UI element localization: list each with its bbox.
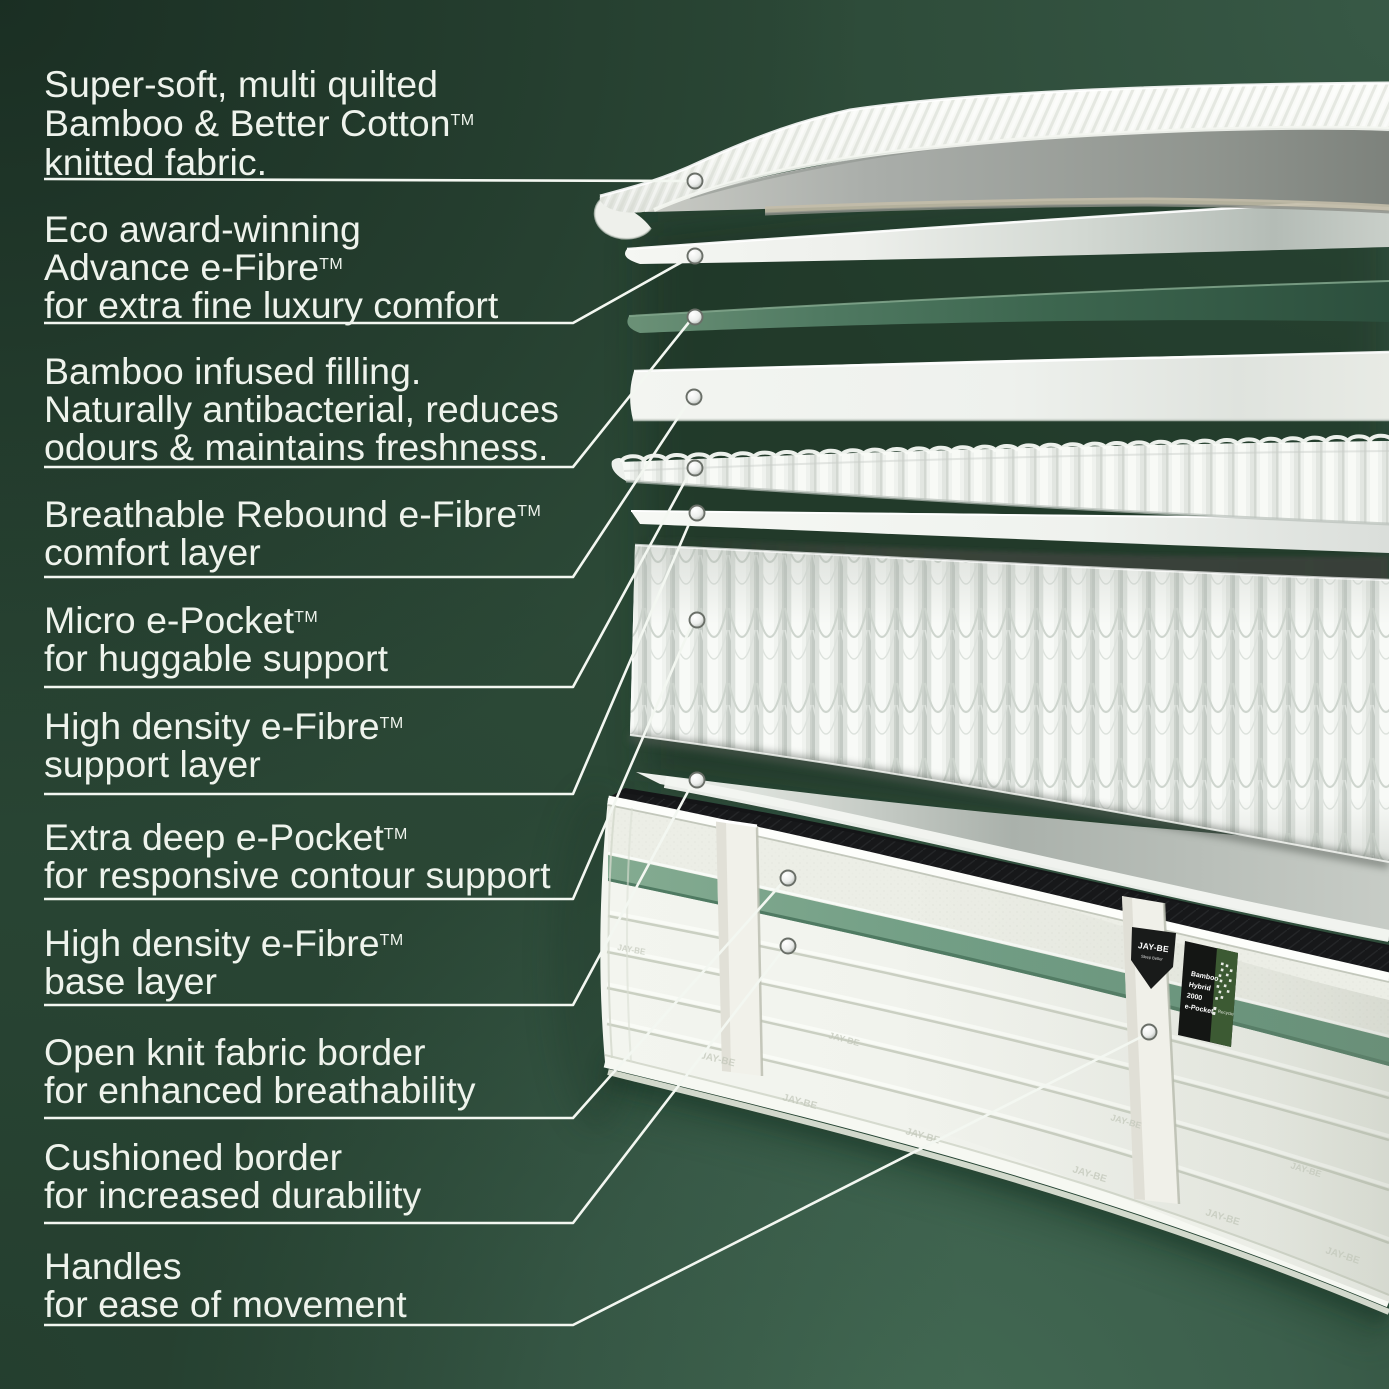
- svg-text:Cushioned border: Cushioned border: [44, 1136, 342, 1178]
- svg-text:for ease of movement: for ease of movement: [44, 1283, 407, 1325]
- svg-text:Handles: Handles: [44, 1245, 182, 1287]
- svg-text:for responsive contour support: for responsive contour support: [44, 854, 551, 896]
- svg-text:Eco award-winning: Eco award-winning: [44, 208, 361, 250]
- svg-text:for huggable support: for huggable support: [44, 637, 389, 679]
- svg-text:Breathable Rebound e-FibreTM: Breathable Rebound e-FibreTM: [44, 493, 541, 535]
- svg-text:JAY-BE: JAY-BE: [1137, 940, 1169, 954]
- svg-text:Open knit fabric border: Open knit fabric border: [44, 1031, 425, 1073]
- svg-text:for extra fine luxury comfort: for extra fine luxury comfort: [44, 284, 499, 326]
- svg-text:odours & maintains freshness.: odours & maintains freshness.: [44, 426, 548, 468]
- svg-text:High density e-FibreTM: High density e-FibreTM: [44, 922, 404, 964]
- svg-text:base layer: base layer: [44, 960, 217, 1002]
- svg-text:Bamboo & Better CottonTM: Bamboo & Better CottonTM: [44, 102, 475, 144]
- svg-text:2000: 2000: [1186, 992, 1203, 1002]
- svg-text:High density e-FibreTM: High density e-FibreTM: [44, 705, 404, 747]
- svg-text:knitted fabric.: knitted fabric.: [44, 141, 267, 183]
- svg-text:Extra deep e-PocketTM: Extra deep e-PocketTM: [44, 816, 408, 858]
- svg-text:Super-soft, multi quilted: Super-soft, multi quilted: [44, 63, 438, 105]
- svg-text:support layer: support layer: [44, 743, 261, 785]
- svg-text:Recycle: Recycle: [1217, 1009, 1234, 1017]
- svg-text:Sleep Better: Sleep Better: [1141, 954, 1164, 962]
- svg-text:Advance e-FibreTM: Advance e-FibreTM: [44, 246, 343, 288]
- svg-text:Hybrid: Hybrid: [1188, 982, 1211, 993]
- svg-text:Micro e-PocketTM: Micro e-PocketTM: [44, 599, 318, 641]
- svg-text:for increased durability: for increased durability: [44, 1174, 422, 1216]
- svg-text:Bamboo infused filling.: Bamboo infused filling.: [44, 350, 421, 392]
- svg-text:Naturally antibacterial, reduc: Naturally antibacterial, reduces: [44, 388, 559, 430]
- svg-text:for enhanced breathability: for enhanced breathability: [44, 1069, 476, 1111]
- svg-text:comfort layer: comfort layer: [44, 531, 261, 573]
